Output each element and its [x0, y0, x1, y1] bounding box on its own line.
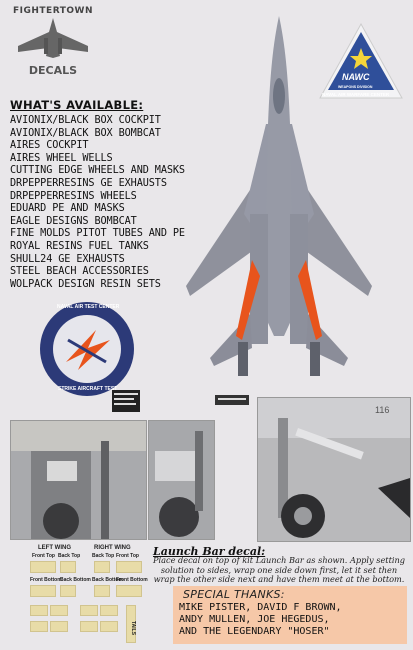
list-item: AVIONIX/BLACK BOX BOMBCAT [10, 127, 161, 139]
decal-placement-sheet: LEFT WING RIGHT WING Front Top Back Top … [10, 543, 160, 647]
aircraft-number: 116 [375, 405, 390, 415]
list-item: SHULL24 GE EXHAUSTS [10, 253, 125, 265]
patch-ring-top: NAVAL AIR TEST CENTER [57, 304, 120, 310]
rw-back-top: Back Top [92, 553, 115, 559]
jet-silhouette-icon [18, 18, 88, 58]
star-icon [350, 48, 372, 69]
left-wing-label: LEFT WING [38, 545, 71, 551]
thanks-line: ANDY MULLEN, JOE HEGEDUS, [179, 614, 330, 625]
lw-front-top: Front Top [32, 553, 55, 559]
patch-ring-bottom: STRIKE AIRCRAFT TEST [58, 386, 118, 392]
logo-top-text: FIGHTERTOWN [13, 6, 93, 16]
list-item: CUTTING EDGE WHEELS AND MASKS [10, 165, 185, 177]
list-item: EAGLE DESIGNS BOMBCAT [10, 215, 137, 227]
nawc-name: NAVAL AIR WARFARE CENTER [322, 92, 390, 97]
rw-back-bottom: Back Bottom [92, 577, 123, 583]
list-item: ROYAL RESINS FUEL TANKS [10, 240, 149, 252]
list-item: AVIONIX/BLACK BOX COCKPIT [10, 115, 161, 126]
special-thanks-box: SPECIAL THANKS: MIKE PISTER, DAVID F BRO… [173, 586, 407, 644]
wheel-well-photo-middle [148, 420, 215, 540]
launch-bar-instructions: Place decal on top of kit Launch Bar as … [152, 555, 406, 585]
lw-back-top: Back Top [58, 553, 81, 559]
nawc-sub: WEAPONS DIVISION [338, 85, 373, 89]
data-plate-decal [112, 390, 140, 412]
launch-bar-photo [257, 397, 411, 542]
list-item: DRPEPPERRESINS WHEELS [10, 190, 137, 202]
special-thanks-body: MIKE PISTER, DAVID F BROWN, ANDY MULLEN,… [173, 601, 407, 638]
placard-decal [215, 395, 249, 405]
lw-back-bottom: Back Bottom [60, 577, 91, 583]
lw-front-bottom: Front Bottom [30, 577, 62, 583]
right-wing-label: RIGHT WING [94, 545, 131, 551]
list-item: AIRES WHEEL WELLS [10, 152, 113, 164]
thanks-line: MIKE PISTER, DAVID F BROWN, [179, 602, 342, 613]
f14-aircraft-illustration [186, 16, 372, 376]
nawc-patch [319, 22, 403, 99]
special-thanks-title: SPECIAL THANKS: [183, 588, 285, 601]
list-item: EDUARD PE AND MASKS [10, 203, 125, 215]
rw-front-bottom: Front Bottom [116, 577, 148, 583]
tails-label: TAILS [130, 621, 136, 636]
logo-bottom-text: DECALS [28, 64, 78, 77]
launch-bar-title: Launch Bar decal: [153, 545, 266, 558]
list-item: AIRES COCKPIT [10, 140, 89, 152]
list-item: DRPEPPERRESINS GE EXHAUSTS [10, 177, 167, 189]
list-item: WOLPACK DESIGN RESIN SETS [10, 278, 161, 290]
available-section: WHAT'S AVAILABLE: AVIONIX/BLACK BOX COCK… [10, 98, 225, 291]
strike-test-patch [40, 302, 134, 396]
thanks-line: AND THE LEGENDARY "HOSER" [179, 626, 330, 637]
rw-front-top: Front Top [116, 553, 139, 559]
list-item: STEEL BEACH ACCESSORIES [10, 266, 149, 278]
available-list: AVIONIX/BLACK BOX COCKPIT AVIONIX/BLACK … [10, 115, 225, 291]
fightertown-logo: FIGHTERTOWN DECALS [8, 6, 98, 80]
available-heading: WHAT'S AVAILABLE: [10, 98, 144, 112]
list-item: FINE MOLDS PITOT TUBES AND PE [10, 228, 185, 240]
wheel-well-photo-left [10, 420, 147, 540]
nawc-title: NAWC [342, 72, 370, 82]
